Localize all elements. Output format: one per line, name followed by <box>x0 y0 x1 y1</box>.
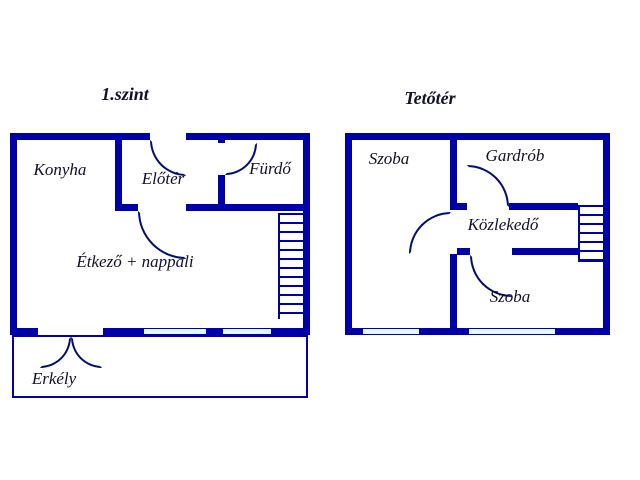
staircase <box>578 205 603 262</box>
room-label-balcony: Erkély <box>31 369 77 388</box>
wall-segment <box>345 328 362 335</box>
wall-segment <box>457 203 467 210</box>
wall-segment <box>207 328 222 335</box>
wall-segment <box>345 133 352 335</box>
room-label-dining-living: Étkező + nappali <box>76 252 194 271</box>
window <box>222 328 272 335</box>
wall-segment <box>186 133 310 140</box>
room-label-foyer: Előtér <box>141 169 185 188</box>
wall-segment <box>509 203 578 210</box>
wall-segment <box>512 248 578 255</box>
wall-segment <box>272 328 310 335</box>
wall-segment <box>186 204 303 211</box>
window <box>362 328 420 335</box>
staircase <box>278 213 303 319</box>
balcony-outline <box>12 335 308 398</box>
room-label-kitchen: Konyha <box>33 160 87 179</box>
door-arc <box>409 212 451 254</box>
room-label-room-bottom: Szoba <box>489 287 531 306</box>
room-label-hallway: Közlekedő <box>467 215 539 234</box>
wall-segment <box>10 133 150 140</box>
window <box>143 328 207 335</box>
attic-title: Tetőtér <box>404 88 456 108</box>
wall-segment <box>115 204 138 211</box>
wall-segment <box>450 133 457 210</box>
wall-segment <box>218 175 225 204</box>
wall-segment <box>10 133 17 335</box>
wall-segment <box>103 328 143 335</box>
first-floor-title: 1.szint <box>101 84 149 104</box>
room-label-bathroom: Fürdő <box>249 159 291 178</box>
room-label-wardrobe: Gardrób <box>485 146 545 165</box>
door-arc <box>467 165 509 207</box>
wall-segment <box>303 133 310 335</box>
wall-segment <box>420 328 468 335</box>
wall-segment <box>457 248 470 255</box>
room-label-room-left: Szoba <box>368 149 410 168</box>
wall-segment <box>556 328 610 335</box>
wall-segment <box>345 133 610 140</box>
window <box>468 328 556 335</box>
wall-segment <box>450 254 457 335</box>
wall-segment <box>115 133 122 211</box>
wall-segment <box>10 328 38 335</box>
wall-segment <box>218 133 225 143</box>
wall-segment <box>603 133 610 335</box>
